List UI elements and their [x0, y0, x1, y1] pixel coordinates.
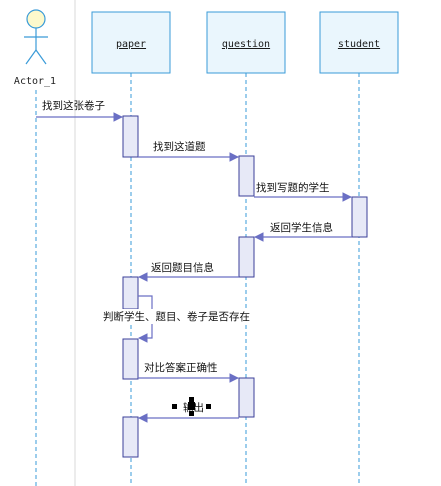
- message-3[interactable]: 找到写题的学生: [254, 181, 352, 202]
- message-label: 判断学生、题目、卷子是否存在: [103, 310, 250, 323]
- resize-handle-icon[interactable]: [172, 404, 177, 409]
- activation-paper-1[interactable]: [122, 115, 139, 158]
- actor-left-leg: [25, 49, 37, 65]
- actor-right-leg: [35, 49, 47, 65]
- activation-student-1[interactable]: [351, 196, 368, 238]
- object-paper[interactable]: paper: [91, 11, 171, 74]
- object-name: student: [338, 39, 380, 50]
- object-name: paper: [116, 39, 146, 50]
- message-label: 返回题目信息: [151, 261, 214, 274]
- activation-question-3[interactable]: [238, 377, 255, 418]
- activation-question-2[interactable]: [238, 236, 255, 278]
- actor-name: Actor_1: [14, 76, 56, 87]
- object-box: [91, 11, 171, 74]
- message-label: 对比答案正确性: [144, 361, 218, 374]
- message-6-self[interactable]: 判断学生、题目、卷子是否存在: [100, 295, 280, 343]
- actor[interactable]: Actor_1: [14, 9, 56, 87]
- activation-paper-2[interactable]: [122, 276, 139, 310]
- object-name: question: [222, 39, 270, 50]
- message-1[interactable]: 找到这张卷子: [36, 99, 123, 122]
- activation-paper-3[interactable]: [122, 338, 139, 380]
- message-7[interactable]: 对比答案正确性: [138, 361, 239, 383]
- object-question[interactable]: question: [206, 11, 286, 74]
- activation-question-1[interactable]: [238, 155, 255, 197]
- message-label: 找到这道题: [153, 140, 206, 153]
- message-label: 找到这张卷子: [42, 99, 105, 112]
- message-label-bg: [100, 309, 280, 324]
- message-4[interactable]: 返回学生信息: [254, 221, 352, 242]
- move-handle-icon[interactable]: [188, 402, 195, 410]
- message-2[interactable]: 找到这道题: [138, 140, 239, 162]
- message-label: 返回学生信息: [270, 221, 333, 234]
- object-student[interactable]: student: [319, 11, 399, 74]
- resize-handle-icon[interactable]: [206, 404, 211, 409]
- message-label: 找到写题的学生: [256, 181, 330, 194]
- message-5[interactable]: 返回题目信息: [138, 261, 239, 282]
- selection-handles[interactable]: [172, 397, 211, 416]
- resize-handle-icon[interactable]: [189, 397, 194, 402]
- resize-handle-icon[interactable]: [189, 411, 194, 416]
- activation-paper-4[interactable]: [122, 416, 139, 458]
- object-box: [206, 11, 286, 74]
- object-box: [319, 11, 399, 74]
- actor-head-icon: [26, 9, 46, 29]
